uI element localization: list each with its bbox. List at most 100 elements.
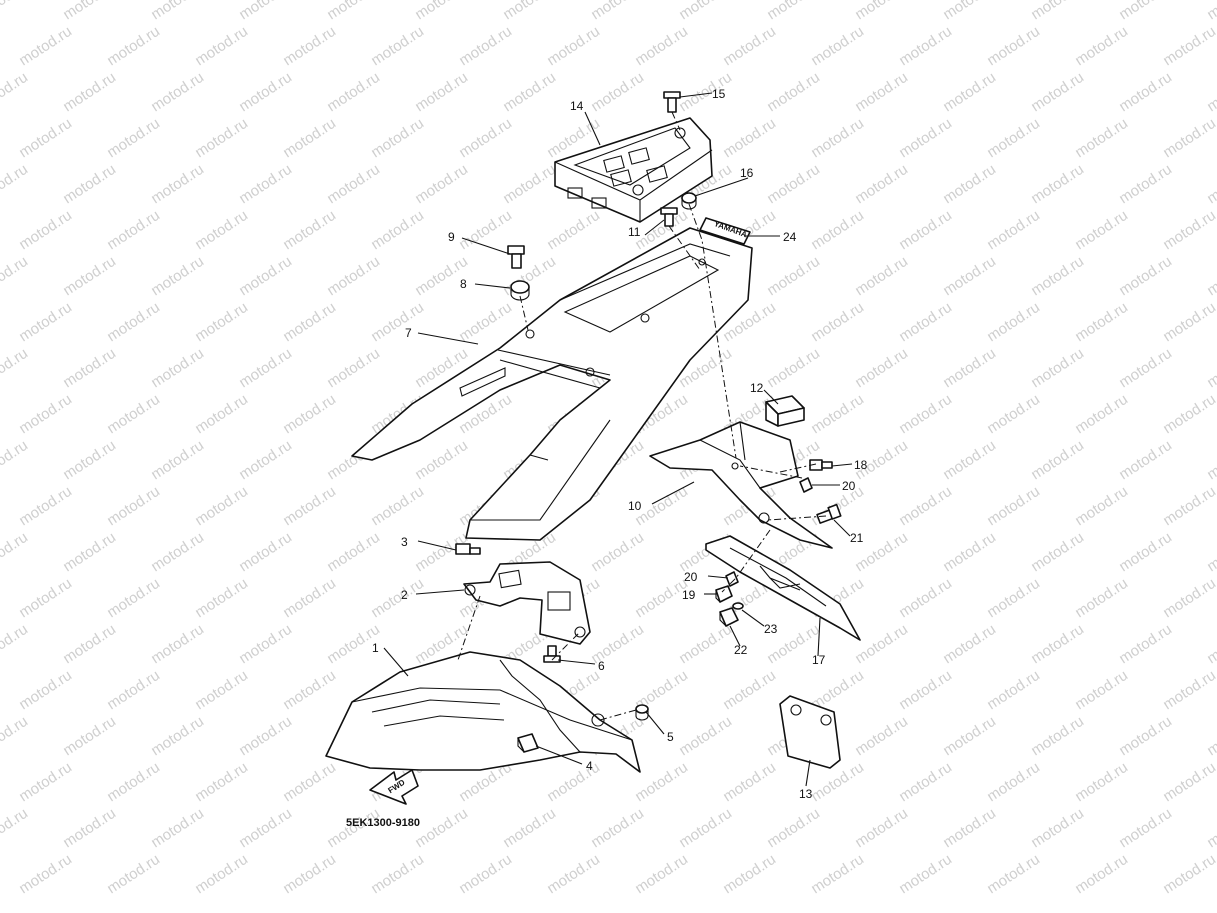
- watermark-text: motod.ru: [1160, 207, 1217, 254]
- watermark-text: motod.ru: [280, 483, 339, 530]
- part-plate-holder-13: [779, 695, 841, 769]
- callout-17: 17: [812, 653, 826, 667]
- watermark-text: motod.ru: [1116, 69, 1175, 116]
- watermark-text: motod.ru: [984, 483, 1043, 530]
- watermark-text: motod.ru: [192, 851, 251, 898]
- watermark-text: motod.ru: [940, 161, 999, 208]
- watermark-text: motod.ru: [940, 345, 999, 392]
- watermark-text: motod.ru: [1204, 437, 1217, 484]
- watermark-text: motod.ru: [808, 207, 867, 254]
- watermark-text: motod.ru: [764, 69, 823, 116]
- part-grommet-8: [510, 280, 530, 301]
- callout-4: 4: [586, 759, 593, 773]
- watermark-text: motod.ru: [676, 621, 735, 668]
- watermark-text: motod.ru: [324, 0, 383, 23]
- watermark-text: motod.ru: [1160, 391, 1217, 438]
- watermark-text: motod.ru: [0, 69, 31, 116]
- watermark-text: motod.ru: [324, 69, 383, 116]
- watermark-text: motod.ru: [148, 529, 207, 576]
- watermark-text: motod.ru: [896, 759, 955, 806]
- watermark-text: motod.ru: [104, 207, 163, 254]
- watermark-text: motod.ru: [676, 805, 735, 852]
- watermark-text: motod.ru: [1028, 713, 1087, 760]
- watermark-text: motod.ru: [720, 759, 779, 806]
- watermark-text: motod.ru: [280, 759, 339, 806]
- watermark-text: motod.ru: [148, 69, 207, 116]
- watermark-text: motod.ru: [808, 115, 867, 162]
- watermark-text: motod.ru: [16, 391, 75, 438]
- callout-15: 15: [712, 87, 726, 101]
- watermark-text: motod.ru: [764, 805, 823, 852]
- watermark-text: motod.ru: [1072, 115, 1131, 162]
- watermark-text: motod.ru: [984, 667, 1043, 714]
- watermark-text: motod.ru: [940, 437, 999, 484]
- watermark-text: motod.ru: [148, 621, 207, 668]
- part-bolt-21: [816, 503, 842, 524]
- watermark-text: motod.ru: [852, 253, 911, 300]
- watermark-text: motod.ru: [104, 667, 163, 714]
- watermark-text: motod.ru: [1116, 805, 1175, 852]
- callout-18: 18: [854, 458, 868, 472]
- watermark-text: motod.ru: [1072, 483, 1131, 530]
- watermark-text: motod.ru: [720, 23, 779, 70]
- watermark-text: motod.ru: [544, 851, 603, 898]
- callout-6: 6: [598, 659, 605, 673]
- watermark-text: motod.ru: [412, 437, 471, 484]
- watermark-text: motod.ru: [60, 345, 119, 392]
- watermark-text: motod.ru: [192, 299, 251, 346]
- watermark-text: motod.ru: [60, 621, 119, 668]
- watermark-text: motod.ru: [1116, 621, 1175, 668]
- watermark-text: motod.ru: [236, 0, 295, 23]
- watermark-text: motod.ru: [1204, 0, 1217, 23]
- part-bolt-9: [507, 245, 525, 269]
- watermark-text: motod.ru: [632, 23, 691, 70]
- watermark-text: motod.ru: [1028, 805, 1087, 852]
- watermark-text: motod.ru: [984, 391, 1043, 438]
- watermark-text: motod.ru: [1072, 207, 1131, 254]
- part-washer-23: [732, 602, 744, 610]
- watermark-text: motod.ru: [368, 299, 427, 346]
- callout-7: 7: [405, 326, 412, 340]
- watermark-text: motod.ru: [236, 437, 295, 484]
- watermark-text: motod.ru: [0, 253, 31, 300]
- watermark-text: motod.ru: [764, 0, 823, 23]
- watermark-text: motod.ru: [1072, 759, 1131, 806]
- watermark-text: motod.ru: [1072, 575, 1131, 622]
- watermark-text: motod.ru: [16, 483, 75, 530]
- watermark-text: motod.ru: [192, 207, 251, 254]
- part-nut-19: [715, 585, 733, 603]
- watermark-text: motod.ru: [0, 713, 31, 760]
- watermark-text: motod.ru: [588, 621, 647, 668]
- part-front-bracket-2: [463, 561, 591, 645]
- watermark-text: motod.ru: [1028, 253, 1087, 300]
- watermark-text: motod.ru: [896, 575, 955, 622]
- watermark-text: motod.ru: [192, 115, 251, 162]
- watermark-text: motod.ru: [16, 299, 75, 346]
- watermark-text: motod.ru: [940, 713, 999, 760]
- watermark-text: motod.ru: [104, 391, 163, 438]
- watermark-text: motod.ru: [0, 529, 31, 576]
- watermark-text: motod.ru: [456, 115, 515, 162]
- watermark-text: motod.ru: [104, 759, 163, 806]
- watermark-text: motod.ru: [16, 575, 75, 622]
- watermark-text: motod.ru: [1204, 713, 1217, 760]
- watermark-text: motod.ru: [0, 805, 31, 852]
- watermark-text: motod.ru: [588, 529, 647, 576]
- watermark-text: motod.ru: [148, 345, 207, 392]
- watermark-text: motod.ru: [676, 0, 735, 23]
- watermark-text: motod.ru: [1160, 575, 1217, 622]
- watermark-text: motod.ru: [1116, 437, 1175, 484]
- watermark-text: motod.ru: [984, 23, 1043, 70]
- watermark-text: motod.ru: [324, 345, 383, 392]
- watermark-text: motod.ru: [720, 115, 779, 162]
- watermark-text: motod.ru: [324, 529, 383, 576]
- part-bolt-6: [543, 645, 561, 663]
- watermark-text: motod.ru: [808, 23, 867, 70]
- watermark-text: motod.ru: [148, 437, 207, 484]
- watermark-text: motod.ru: [104, 23, 163, 70]
- watermark-text: motod.ru: [104, 575, 163, 622]
- watermark-text: motod.ru: [236, 345, 295, 392]
- watermark-text: motod.ru: [324, 253, 383, 300]
- watermark-text: motod.ru: [280, 667, 339, 714]
